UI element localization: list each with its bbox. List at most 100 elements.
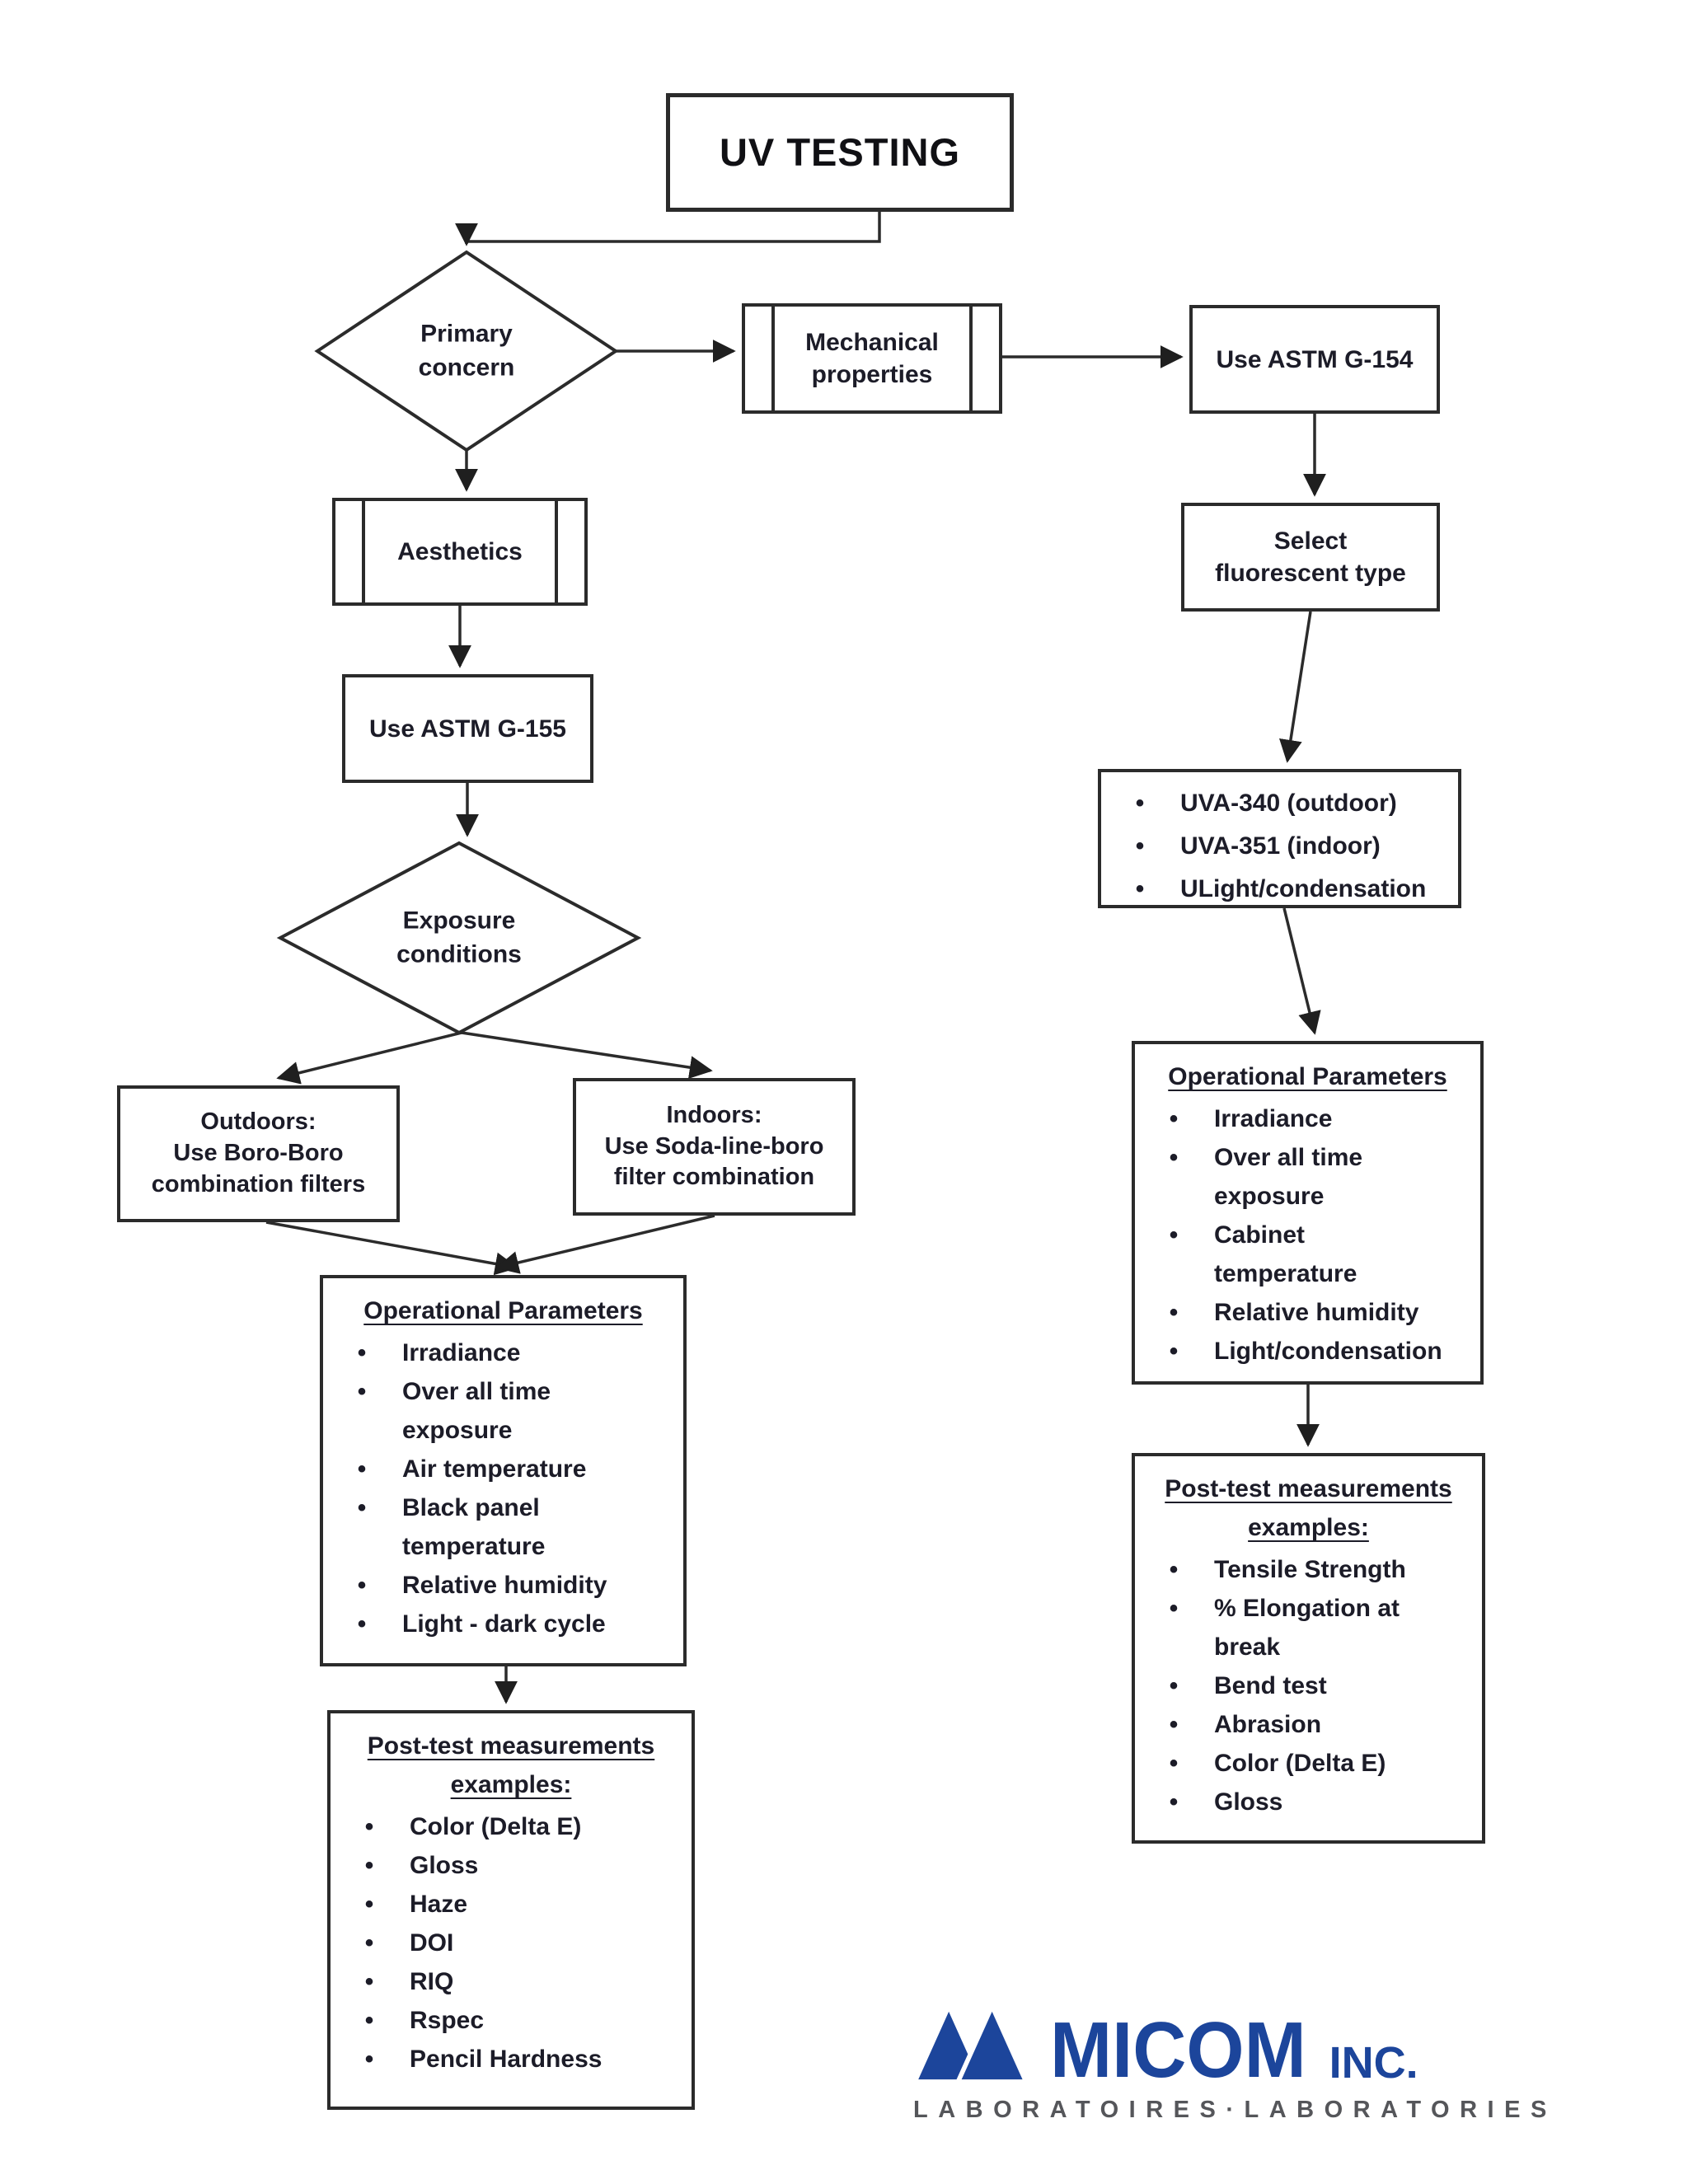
panel-operational-parameters-right: Operational Parameters Irradiance Over a…	[1132, 1041, 1484, 1385]
list-item-text: Bend test	[1214, 1672, 1327, 1699]
fluorescent-types-list: UVA-340 (outdoor) UVA-351 (indoor) ULigh…	[1101, 782, 1458, 911]
list-item-text: Rspec	[410, 2007, 485, 2034]
bullet-icon	[351, 1372, 373, 1411]
list-item: Color (Delta E)	[331, 1807, 692, 1846]
mechanical-properties-label: Mechanical properties	[805, 329, 939, 388]
node-mechanical-properties: Mechanical properties	[742, 303, 1002, 414]
list-item-text: Over all time exposure	[1214, 1144, 1363, 1210]
page-title: UV TESTING	[719, 130, 961, 175]
bullet-icon	[1163, 1744, 1184, 1783]
list-item: Gloss	[331, 1846, 692, 1885]
list-item: DOI	[331, 1924, 692, 1962]
node-select-fluorescent-type: Select fluorescent type	[1181, 503, 1440, 612]
operational-parameters-right-list: Irradiance Over all time exposure Cabine…	[1135, 1099, 1480, 1371]
list-item-text: ULight/condensation	[1180, 875, 1427, 902]
panel-heading: Operational Parameters	[363, 1297, 643, 1324]
list-item-text: Light - dark cycle	[402, 1610, 606, 1638]
list-item: Irradiance	[323, 1333, 683, 1372]
exposure-conditions-diamond-shape	[276, 841, 642, 1035]
select-fluorescent-type-label: Select fluorescent type	[1215, 527, 1406, 587]
list-item: Pencil Hardness	[331, 2040, 692, 2079]
list-item-text: Color (Delta E)	[1214, 1750, 1386, 1777]
list-item-text: Pencil Hardness	[410, 2046, 603, 2073]
panel-post-test-right: Post-test measurements examples: Tensile…	[1132, 1453, 1485, 1844]
post-test-left-list: Color (Delta E) Gloss Haze DOI	[331, 1807, 692, 2079]
list-item: UVA-351 (indoor)	[1101, 825, 1458, 868]
aesthetics-label: Aesthetics	[397, 538, 523, 565]
list-item-text: DOI	[410, 1929, 454, 1957]
bullet-icon	[359, 2040, 380, 2079]
micom-logo-mark-icon	[913, 2003, 1029, 2083]
bullet-icon	[351, 1605, 373, 1643]
micom-brand-text: MICOM	[1050, 2006, 1306, 2095]
process-stripe-right	[969, 306, 973, 411]
bullet-icon	[359, 1885, 380, 1924]
list-item-text: Gloss	[410, 1852, 479, 1879]
process-stripe-right	[555, 500, 558, 603]
list-item-text: Air temperature	[402, 1455, 587, 1483]
bullet-icon	[1163, 1705, 1184, 1744]
list-item: Abrasion	[1135, 1705, 1482, 1744]
list-item: ULight/condensation	[1101, 868, 1458, 911]
list-item: Cabinet temperature	[1135, 1216, 1480, 1293]
primary-concern-label: Primary concern	[418, 320, 515, 382]
panel-heading-line1: Post-test measurements	[1165, 1475, 1452, 1502]
node-use-astm-g154: Use ASTM G-154	[1189, 305, 1440, 414]
list-item-text: UVA-340 (outdoor)	[1180, 790, 1397, 817]
list-item: Relative humidity	[323, 1566, 683, 1605]
list-item: Tensile Strength	[1135, 1550, 1482, 1589]
bullet-icon	[1163, 1216, 1184, 1254]
panel-fluorescent-types: UVA-340 (outdoor) UVA-351 (indoor) ULigh…	[1098, 769, 1461, 908]
panel-heading-line2: examples:	[1248, 1514, 1369, 1541]
list-item-text: Light/condensation	[1214, 1338, 1442, 1365]
list-item: Color (Delta E)	[1135, 1744, 1482, 1783]
micom-logo: MICOM INC. LABORATOIRES·LABORATORIES	[913, 2003, 1546, 2124]
bullet-icon	[359, 2001, 380, 2040]
list-item: Over all time exposure	[323, 1372, 683, 1450]
bullet-icon	[1163, 1550, 1184, 1589]
list-item-text: Gloss	[1214, 1788, 1283, 1816]
list-item: Over all time exposure	[1135, 1138, 1480, 1216]
micom-brand-suffix: INC.	[1329, 2038, 1418, 2088]
list-item-text: UVA-351 (indoor)	[1180, 832, 1381, 860]
list-item-text: RIQ	[410, 1968, 454, 1995]
list-item-text: % Elongation at break	[1214, 1595, 1400, 1661]
bullet-icon	[1163, 1332, 1184, 1371]
bullet-icon	[359, 1807, 380, 1846]
node-indoors: Indoors: Use Soda-line-boro filter combi…	[573, 1078, 856, 1216]
bullet-icon	[359, 1924, 380, 1962]
panel-heading-line2: examples:	[450, 1771, 572, 1798]
bullet-icon	[351, 1566, 373, 1605]
list-item: Black panel temperature	[323, 1488, 683, 1566]
panel-operational-parameters-left: Operational Parameters Irradiance Over a…	[320, 1275, 687, 1666]
list-item: % Elongation at break	[1135, 1589, 1482, 1666]
use-astm-g154-label: Use ASTM G-154	[1216, 345, 1414, 373]
panel-heading: Operational Parameters	[1168, 1063, 1447, 1090]
exposure-conditions-label: Exposure conditions	[396, 907, 522, 968]
bullet-icon	[1163, 1783, 1184, 1821]
panel-heading-line1: Post-test measurements	[367, 1732, 655, 1760]
flow-arrows	[265, 212, 1326, 1704]
bullet-icon	[1163, 1293, 1184, 1332]
list-item-text: Color (Delta E)	[410, 1813, 582, 1840]
process-stripe-left	[362, 500, 365, 603]
list-item: Light/condensation	[1135, 1332, 1480, 1371]
process-stripe-left	[771, 306, 775, 411]
node-aesthetics: Aesthetics	[332, 498, 588, 606]
list-item-text: Tensile Strength	[1214, 1556, 1406, 1583]
operational-parameters-left-list: Irradiance Over all time exposure Air te…	[323, 1333, 683, 1643]
list-item-text: Relative humidity	[402, 1572, 607, 1599]
list-item-text: Relative humidity	[1214, 1299, 1419, 1326]
list-item-text: Cabinet temperature	[1214, 1221, 1357, 1287]
outdoors-label: Outdoors: Use Boro-Boro combination filt…	[151, 1108, 366, 1197]
bullet-icon	[1163, 1099, 1184, 1138]
bullet-icon	[1129, 782, 1151, 825]
list-item-text: Over all time exposure	[402, 1378, 551, 1444]
list-item: Bend test	[1135, 1666, 1482, 1705]
list-item-text: Abrasion	[1214, 1711, 1322, 1738]
node-outdoors: Outdoors: Use Boro-Boro combination filt…	[117, 1085, 400, 1222]
list-item-text: Haze	[410, 1891, 468, 1918]
list-item-text: Irradiance	[402, 1339, 521, 1366]
